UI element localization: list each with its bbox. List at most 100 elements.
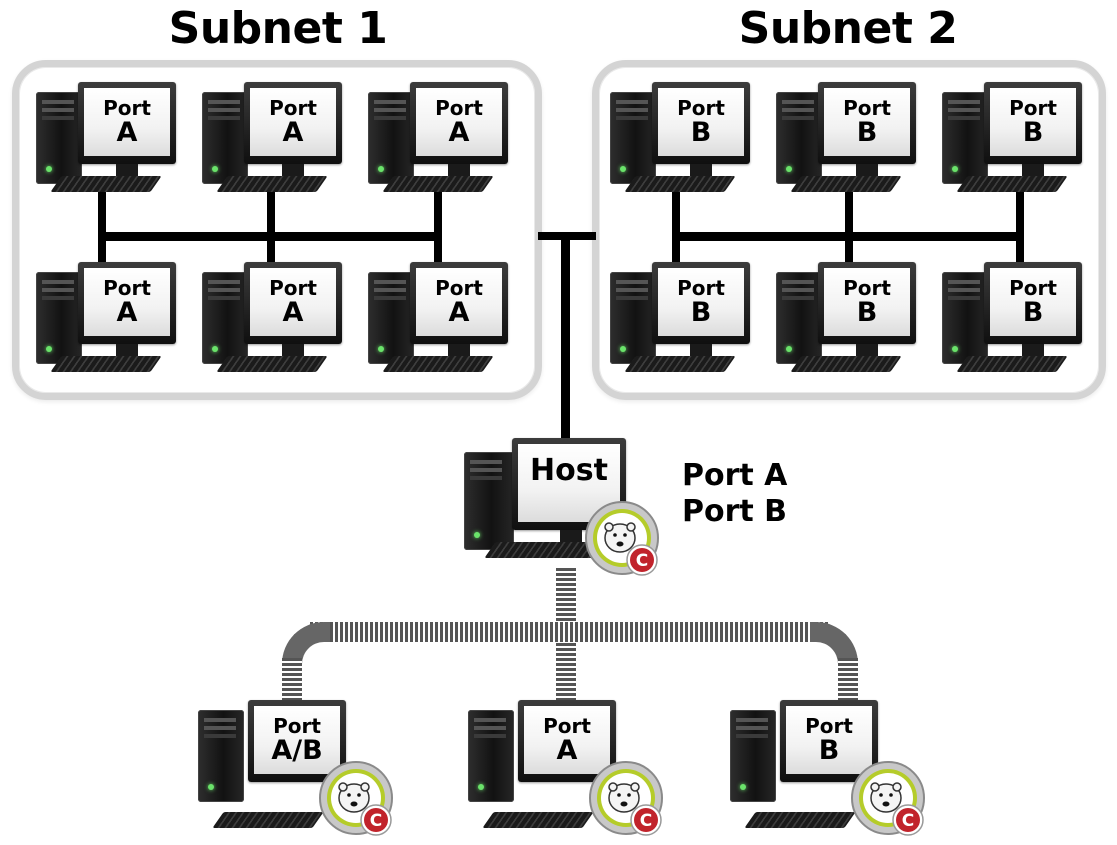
port-label: Port — [435, 276, 483, 300]
monitor: Port B — [652, 82, 750, 164]
port-value: A — [282, 117, 304, 148]
subnet-2-drop-3 — [1016, 188, 1024, 278]
host-ports: Port A Port B — [682, 458, 787, 530]
monitor: Port A — [244, 82, 342, 164]
tower — [730, 710, 776, 802]
monitor-stand — [116, 344, 138, 356]
badge-letter: C — [640, 811, 652, 831]
subnet-1-computer-2[interactable]: Port A — [200, 82, 348, 202]
port-label: Port — [269, 96, 317, 120]
port-label: Port — [1009, 96, 1057, 120]
tower — [942, 92, 988, 184]
subnet-2-computer-2[interactable]: Port B — [774, 82, 922, 202]
screen: Port A — [250, 88, 336, 156]
tower — [202, 92, 248, 184]
port-value: A — [556, 735, 578, 766]
monitor: Port B — [818, 82, 916, 164]
keyboard — [50, 176, 162, 192]
client-1-cable — [282, 658, 302, 704]
client-computer-2[interactable]: Port A — [466, 700, 616, 828]
host-port-a: Port A — [682, 458, 788, 493]
tower — [610, 92, 656, 184]
subnet-1-drop-1 — [98, 188, 106, 278]
port-value: B — [856, 117, 878, 148]
keyboard — [482, 812, 594, 828]
client-computer-1[interactable]: Port A/B — [196, 700, 346, 828]
screen: Port A — [416, 88, 502, 156]
subnet-1-computer-6[interactable]: Port A — [366, 262, 514, 382]
port-value: A — [116, 297, 138, 328]
client-trunk-cable — [310, 622, 830, 642]
polar-bear-icon — [338, 782, 370, 813]
badge-letter: C — [902, 811, 914, 831]
subnet-2-title: Subnet 2 — [738, 3, 958, 54]
subnet-2-computer-3[interactable]: Port B — [940, 82, 1088, 202]
port-value: A — [282, 297, 304, 328]
port-label: Port — [677, 96, 725, 120]
tower — [942, 272, 988, 364]
keyboard — [744, 812, 856, 828]
subnet-1-computer-3[interactable]: Port A — [366, 82, 514, 202]
subnet-1-drop-3 — [434, 188, 442, 278]
screen: Port B — [990, 88, 1076, 156]
subnet-2-computer-4[interactable]: Port B — [608, 262, 756, 382]
client-3-cable — [838, 658, 858, 704]
screen: Port A/B — [254, 706, 340, 774]
subnet-1-computer-5[interactable]: Port A — [200, 262, 348, 382]
monitor-stand — [1022, 164, 1044, 176]
keyboard — [382, 176, 494, 192]
host-uplink — [561, 232, 570, 454]
monitor-stand — [282, 164, 304, 176]
screen: Port B — [658, 88, 744, 156]
port-value: B — [856, 297, 878, 328]
monitor-stand — [856, 164, 878, 176]
monitor-stand — [116, 164, 138, 176]
tower — [368, 272, 414, 364]
subnet-2-computer-6[interactable]: Port B — [940, 262, 1088, 382]
screen: Port A — [250, 268, 336, 336]
monitor-stand — [560, 530, 582, 542]
subnet-1-drop-2 — [267, 188, 275, 278]
port-value: B — [1022, 297, 1044, 328]
polar-bear-icon — [608, 782, 640, 813]
monitor: Port B — [984, 82, 1082, 164]
keyboard — [956, 176, 1068, 192]
port-label: Port — [543, 714, 591, 738]
monitor-stand — [448, 344, 470, 356]
monitor: Port A — [78, 82, 176, 164]
host-port-b: Port B — [682, 494, 788, 529]
host-screen-label: Host — [530, 453, 608, 488]
port-label: Port — [843, 276, 891, 300]
screen: Port A — [524, 706, 610, 774]
tower — [464, 452, 514, 550]
monitor-stand — [1022, 344, 1044, 356]
monitor-stand — [690, 164, 712, 176]
screen: Port A — [84, 268, 170, 336]
monitor: Port A — [410, 82, 508, 164]
subnet-1-computer-1[interactable]: Port A — [34, 82, 182, 202]
subnet-2-computer-1[interactable]: Port B — [608, 82, 756, 202]
subnet-2-computer-5[interactable]: Port B — [774, 262, 922, 382]
subnet-2-drop-2 — [845, 188, 853, 278]
port-value: B — [818, 735, 840, 766]
tower — [198, 710, 244, 802]
monitor: Port A — [78, 262, 176, 344]
port-value: B — [1022, 117, 1044, 148]
client-computer-3[interactable]: Port B — [728, 700, 878, 828]
screen: Port B — [658, 268, 744, 336]
keyboard — [790, 176, 902, 192]
screen: Port B — [824, 268, 910, 336]
keyboard — [382, 356, 494, 372]
tower — [776, 92, 822, 184]
client-2-badge: C — [589, 761, 663, 836]
keyboard — [216, 356, 328, 372]
subnet-1-computer-4[interactable]: Port A — [34, 262, 182, 382]
screen: Port B — [786, 706, 872, 774]
monitor-stand — [690, 344, 712, 356]
keyboard — [216, 176, 328, 192]
keyboard — [50, 356, 162, 372]
screen: Port B — [990, 268, 1076, 336]
keyboard — [624, 176, 736, 192]
subnet-1-title: Subnet 1 — [168, 3, 388, 54]
port-value: B — [690, 297, 712, 328]
